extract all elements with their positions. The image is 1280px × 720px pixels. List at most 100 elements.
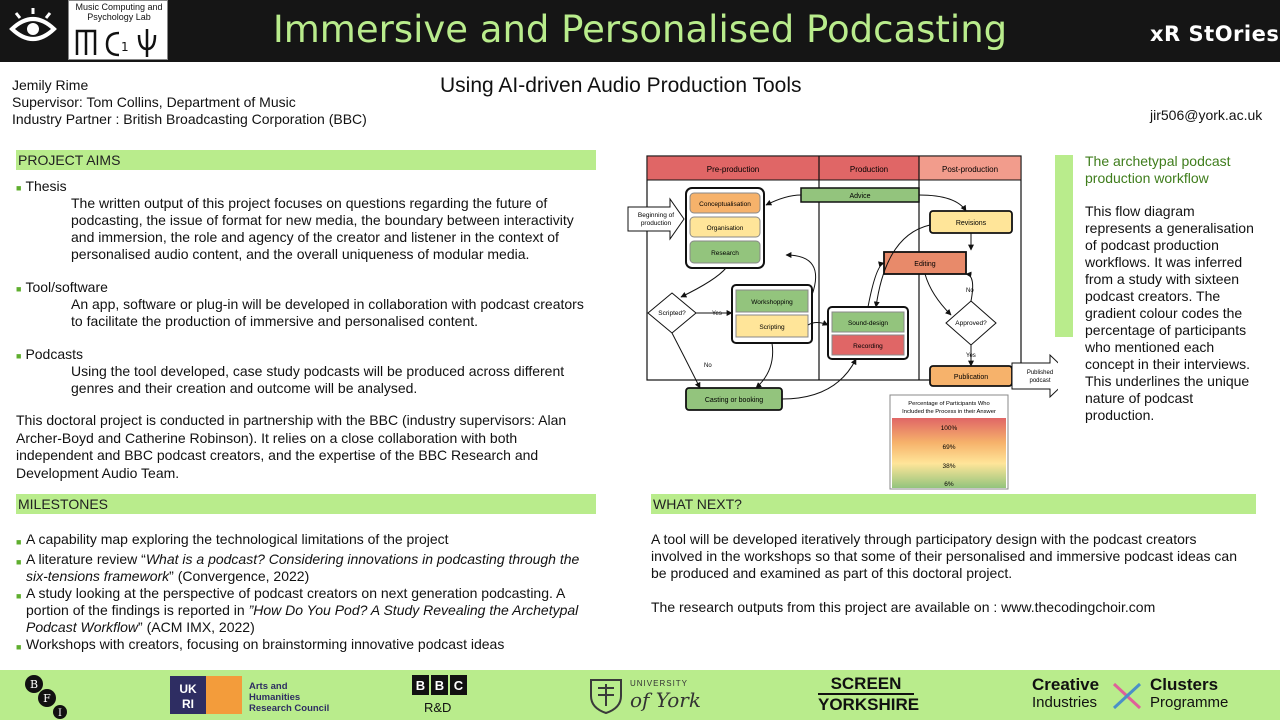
node-advice-label: Advice xyxy=(849,193,870,200)
poster-header: Music Computing and Psychology Lab 1 Imm… xyxy=(0,0,1280,62)
milestone-item: ■A study looking at the perspective of p… xyxy=(16,585,596,636)
clusters-cross-icon xyxy=(1112,682,1142,710)
screen-line-1: SCREEN xyxy=(830,674,902,693)
milestone-item: ■Workshops with creators, focusing on br… xyxy=(16,636,596,656)
aim-tool-label: Tool/software xyxy=(25,279,108,295)
bbc-rd-label: R&D xyxy=(424,700,452,715)
node-revisions-label: Revisions xyxy=(956,220,987,227)
supervisor: Supervisor: Tom Collins, Department of M… xyxy=(12,94,296,110)
node-workshopping-label: Workshopping xyxy=(751,299,793,306)
milestone-text: A capability map exploring the technolog… xyxy=(26,531,449,547)
york-crest-icon xyxy=(590,679,622,714)
legend-100: 100% xyxy=(941,425,958,432)
node-research-label: Research xyxy=(711,250,739,257)
ahrc-line-1: Arts and xyxy=(249,681,288,692)
svg-text:C: C xyxy=(454,678,464,693)
scripted-yes-label: Yes xyxy=(712,311,722,317)
ahrc-line-2: Humanities xyxy=(249,692,301,703)
york-line-2: of York xyxy=(630,688,701,712)
milestone-text: Workshops with creators, focusing on bra… xyxy=(26,636,505,652)
node-workshopping xyxy=(735,289,809,313)
node-scripting xyxy=(735,314,809,338)
node-casting-label: Casting or booking xyxy=(705,397,763,404)
creative-industries-label: Creative Industries xyxy=(1032,676,1099,712)
industry-partner: Industry Partner : British Broadcasting … xyxy=(12,111,367,127)
creative-line-2: Industries xyxy=(1032,694,1098,711)
screen-line-2: YORKSHIRE xyxy=(818,693,920,714)
legend-38: 38% xyxy=(942,463,955,470)
clusters-line-1: Clusters xyxy=(1150,675,1219,694)
creative-line-1: Creative xyxy=(1032,675,1100,694)
milestone-text: A study looking at the perspective of po… xyxy=(26,585,579,635)
project-aims-header: PROJECT AIMS xyxy=(16,150,596,170)
scripted-no-label: No xyxy=(704,363,712,369)
workflow-connectors xyxy=(671,194,974,400)
aim-podcasts-body: Using the tool developed, case study pod… xyxy=(71,363,565,396)
svg-text:RI: RI xyxy=(182,697,194,711)
col-label-prod: Production xyxy=(850,165,888,174)
aim-tool-title: ■Tool/software xyxy=(16,279,108,295)
aim-thesis-body: The written output of this project focus… xyxy=(71,195,574,262)
col-header-prod xyxy=(818,155,920,181)
lab-name: Music Computing and Psychology Lab xyxy=(75,2,163,22)
beginning-label-2: production xyxy=(641,220,672,227)
york-line-1: UNIVERSITY xyxy=(630,679,689,688)
legend-title-1: Percentage of Participants Who xyxy=(908,401,990,407)
xr-stories-logo: xR StOries xyxy=(1150,22,1280,46)
ahrc-label: Arts and Humanities Research Council xyxy=(249,681,329,714)
eye-logo-icon xyxy=(9,8,57,41)
screen-yorkshire-logo: SCREEN YORKSHIRE xyxy=(818,674,920,714)
poster-title: Immersive and Personalised Podcasting xyxy=(272,8,1008,51)
milestone-item: ■A literature review “What is a podcast?… xyxy=(16,551,596,585)
author-name: Jemily Rime xyxy=(12,77,89,93)
lab-logo: Music Computing and Psychology Lab 1 xyxy=(68,0,168,60)
aim-tool-body: An app, software or plug-in will be deve… xyxy=(71,296,584,329)
aim-podcasts-title: ■Podcasts xyxy=(16,346,84,362)
aim-thesis-label: Thesis xyxy=(25,178,67,194)
partnership-paragraph: This doctoral project is conducted in pa… xyxy=(16,412,567,481)
col-header-pre xyxy=(646,155,820,181)
published-arrow xyxy=(1011,353,1058,399)
legend-title-2: Included the Process in their Answer xyxy=(902,409,996,415)
what-next-header: WHAT NEXT? xyxy=(651,494,1256,514)
approved-no-label: No xyxy=(966,288,974,294)
milestone-item: ■A capability map exploring the technolo… xyxy=(16,531,596,551)
author-email[interactable]: jir506@york.ac.uk xyxy=(1150,107,1263,123)
node-conceptualisation-label: Conceptualisation xyxy=(699,201,751,208)
poster-subtitle: Using AI-driven Audio Production Tools xyxy=(440,74,802,97)
mcpsi-glyph-icon: 1 xyxy=(75,29,157,57)
node-editing-label: Editing xyxy=(914,261,936,268)
milestones-header: MILESTONES xyxy=(16,494,596,514)
node-approved-label: Approved? xyxy=(955,320,987,327)
caption-body: This flow diagram represents a generalis… xyxy=(1085,203,1254,423)
node-sound-design xyxy=(831,311,905,333)
node-recording-label: Recording xyxy=(853,343,883,350)
research-outputs-link[interactable]: The research outputs from this project a… xyxy=(651,599,1156,615)
what-next-text: A tool will be developed iteratively thr… xyxy=(651,531,1237,581)
node-conceptualisation xyxy=(689,192,761,214)
node-scripted-label: Scripted? xyxy=(658,310,686,317)
author-block: Jemily Rime Supervisor: Tom Collins, Dep… xyxy=(12,77,367,128)
workflow-diagram: Pre-production Production Post-productio… xyxy=(627,155,1058,490)
node-scripting-label: Scripting xyxy=(759,324,785,331)
clusters-line-2: Programme xyxy=(1150,694,1229,711)
published-label-2: podcast xyxy=(1029,378,1050,384)
svg-text:B: B xyxy=(30,678,38,691)
svg-text:UK: UK xyxy=(179,682,197,696)
bbc-logo-icon: B B C xyxy=(412,675,467,695)
clusters-label: Clusters Programme xyxy=(1150,676,1228,712)
published-label-1: Published xyxy=(1027,370,1053,376)
node-research xyxy=(689,240,761,264)
beginning-label-1: Beginning of xyxy=(638,212,674,219)
svg-text:B: B xyxy=(416,678,425,693)
node-publication-label: Publication xyxy=(954,374,988,381)
legend-6: 6% xyxy=(944,481,954,488)
ukri-logo-icon: UK RI xyxy=(170,676,242,714)
node-organisation xyxy=(689,216,761,238)
caption-heading: The archetypal podcast production workfl… xyxy=(1085,153,1231,186)
sponsor-footer: B F I UK RI Arts and Humanities Research… xyxy=(0,670,1280,720)
legend-gradient xyxy=(892,418,1006,488)
svg-text:F: F xyxy=(43,692,51,705)
what-next-body: A tool will be developed iteratively thr… xyxy=(651,531,1251,616)
col-label-pre: Pre-production xyxy=(707,165,759,174)
